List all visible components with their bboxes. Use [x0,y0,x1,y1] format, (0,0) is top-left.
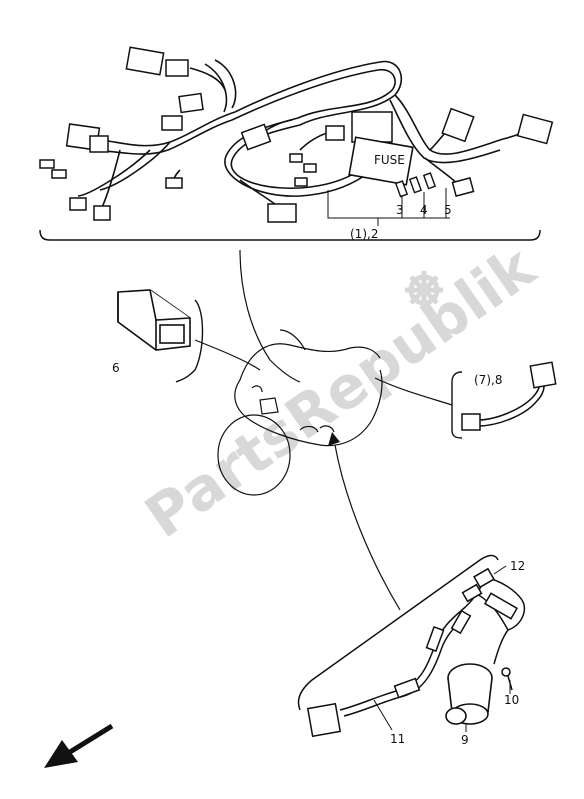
relay-bracket [175,299,204,383]
connector [51,169,67,179]
callout-12: 12 [510,559,525,573]
fuse-box-label: FUSE [374,153,405,167]
connector [240,123,272,151]
connector [294,177,308,187]
clamp [473,567,495,589]
harness-group-bracket [39,229,541,241]
callout-7-8: (7),8 [474,373,502,387]
wire-sleeve [450,609,472,635]
connector [516,113,554,145]
connector [451,176,475,198]
arrow-down-left-icon [44,723,114,768]
connector [441,107,475,143]
callout-11: 11 [390,732,405,746]
connector [325,125,345,141]
relay [117,289,191,351]
switch [445,663,493,725]
callout-5: 5 [444,203,452,217]
watermark: PartsRepublik [133,232,548,551]
fuse-3 [394,180,409,198]
watermark-text: PartsRepublik [133,232,548,551]
connector [69,197,87,211]
connector [93,205,111,221]
clamp [461,583,483,603]
connector [89,135,109,153]
wire-sleeve [425,625,445,653]
callout-3: 3 [396,203,404,217]
connector [165,177,183,189]
fuse-5 [422,172,437,190]
gear-icon [405,271,443,309]
lead-bracket [451,371,463,439]
spare-fuses [394,172,437,198]
connector [289,153,303,163]
connector [161,115,183,131]
sub-callout-leaders [373,565,511,732]
wire-sleeve [393,677,421,699]
callout-9: 9 [461,733,469,747]
lead-connectors [461,361,557,431]
sub-harness-parts [306,567,519,738]
lead-wire [477,381,545,427]
motorcycle-outline [217,329,383,496]
connector [39,159,55,169]
callout-6: 6 [112,361,120,375]
callout-10: 10 [504,693,519,707]
harness-connectors [39,46,554,223]
connector [178,92,204,114]
sub-harness-bracket [297,554,499,711]
connector [303,163,317,173]
connector [267,203,297,223]
callout-1-2: (1),2 [350,227,378,241]
arrow-head [328,432,340,446]
bracket [483,592,519,620]
connector [165,59,189,77]
fuse-box: FUSE [348,136,414,186]
leader-lines [194,249,453,611]
harness-callout-leaders [327,188,450,226]
connector [125,46,165,76]
fuse-4 [408,176,423,194]
callout-4: 4 [420,203,428,217]
harness-connector [306,702,342,738]
